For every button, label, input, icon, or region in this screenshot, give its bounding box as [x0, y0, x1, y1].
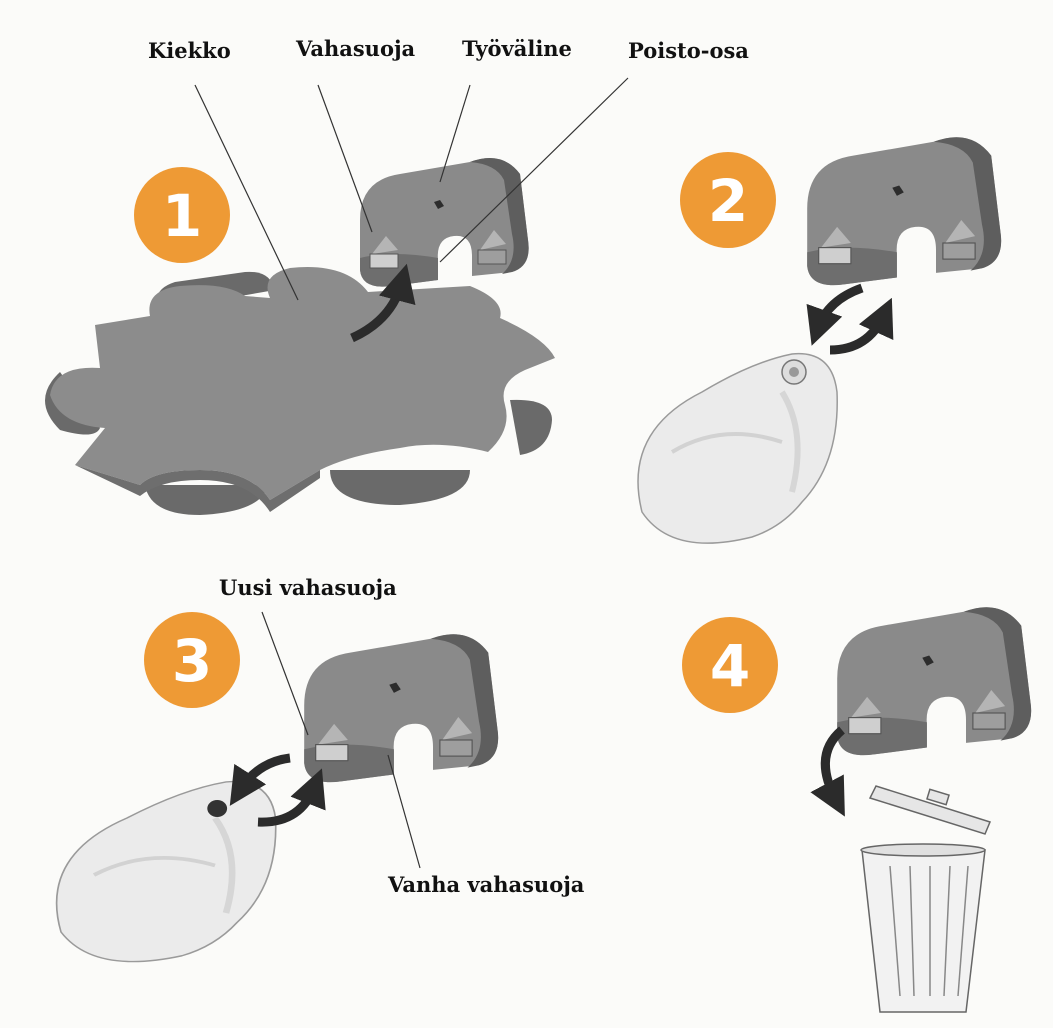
uusi-vahasuoja-leader-line	[262, 612, 308, 735]
multi-tool	[807, 137, 1001, 285]
step-1-panel: 1 Kiekko Vahasuoja Työväline Poisto-osa	[45, 36, 749, 515]
multi-tool	[360, 158, 529, 287]
step-4-number: 4	[710, 632, 750, 700]
label-vanha-vahasuoja: Vanha vahasuoja	[387, 872, 585, 897]
hearing-aid	[57, 782, 276, 962]
label-kiekko: Kiekko	[148, 38, 231, 63]
curved-arrow-icon	[830, 315, 884, 350]
label-tyovaline: Työväline	[462, 36, 572, 61]
curved-arrow-icon	[818, 288, 862, 328]
vanha-vahasuoja-leader-line	[388, 755, 420, 868]
vahasuoja-leader-line	[318, 85, 372, 232]
step-3-number: 3	[172, 627, 212, 695]
step-3-panel: 3 Uusi vahasuoja Vanha vahasuoja	[57, 575, 585, 962]
step-2-panel: 2	[638, 137, 1001, 543]
label-poisto-osa: Poisto-osa	[628, 38, 749, 63]
step-4-panel: 4	[682, 607, 1031, 1012]
multi-tool	[304, 634, 498, 782]
wax-guard-disc	[45, 267, 555, 515]
trash-can-icon	[861, 786, 990, 1012]
hearing-aid	[638, 354, 837, 544]
label-uusi-vahasuoja: Uusi vahasuoja	[219, 575, 397, 600]
label-vahasuoja: Vahasuoja	[295, 36, 416, 61]
step-1-number: 1	[162, 182, 202, 250]
step-2-number: 2	[708, 167, 748, 235]
multi-tool	[837, 607, 1031, 755]
curved-arrow-icon	[240, 758, 290, 790]
